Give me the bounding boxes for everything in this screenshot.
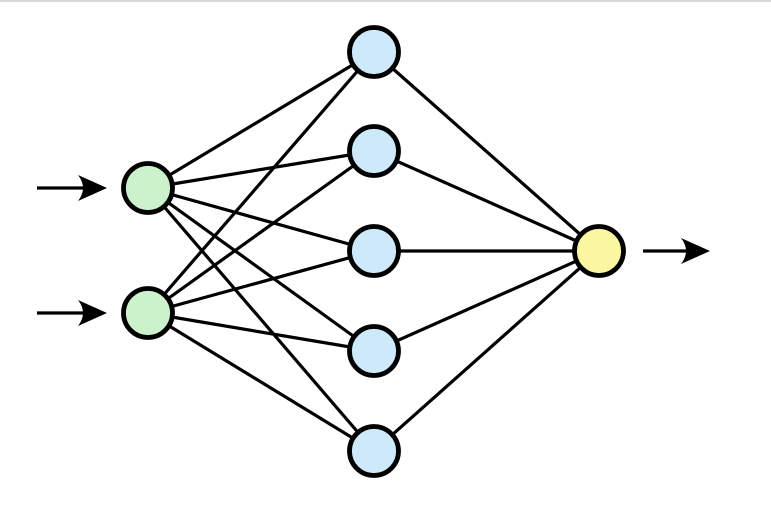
- edge-i2-h5: [147, 311, 375, 453]
- edge-i2-h2: [147, 149, 375, 315]
- hidden-node-5: [347, 424, 401, 478]
- edge-i1-h3: [147, 186, 375, 253]
- edge-h1-o1: [372, 50, 601, 253]
- input-arrow-2-head-icon: [78, 300, 107, 326]
- edge-i1-h5: [146, 186, 376, 453]
- edge-i2-h1: [146, 50, 376, 315]
- hidden-node-3: [347, 224, 401, 278]
- edge-i1-h4: [147, 186, 375, 353]
- input-node-2: [121, 286, 175, 340]
- edge-i1-h1: [147, 50, 375, 190]
- hidden-node-2: [347, 124, 401, 178]
- output-arrow-head-icon: [681, 238, 710, 264]
- hidden-node-4: [347, 324, 401, 378]
- output-node: [572, 224, 626, 278]
- top-border-line: [0, 0, 771, 2]
- edge-i2-h4: [147, 311, 375, 353]
- input-arrow-1-head-icon: [78, 175, 107, 201]
- input-node-1: [121, 161, 175, 215]
- edge-h5-o1: [372, 249, 601, 453]
- edge-i2-h3: [147, 249, 375, 315]
- edge-h2-o1: [373, 149, 600, 253]
- hidden-node-1: [347, 25, 401, 79]
- edge-i1-h2: [147, 149, 375, 190]
- edge-h4-o1: [373, 249, 600, 353]
